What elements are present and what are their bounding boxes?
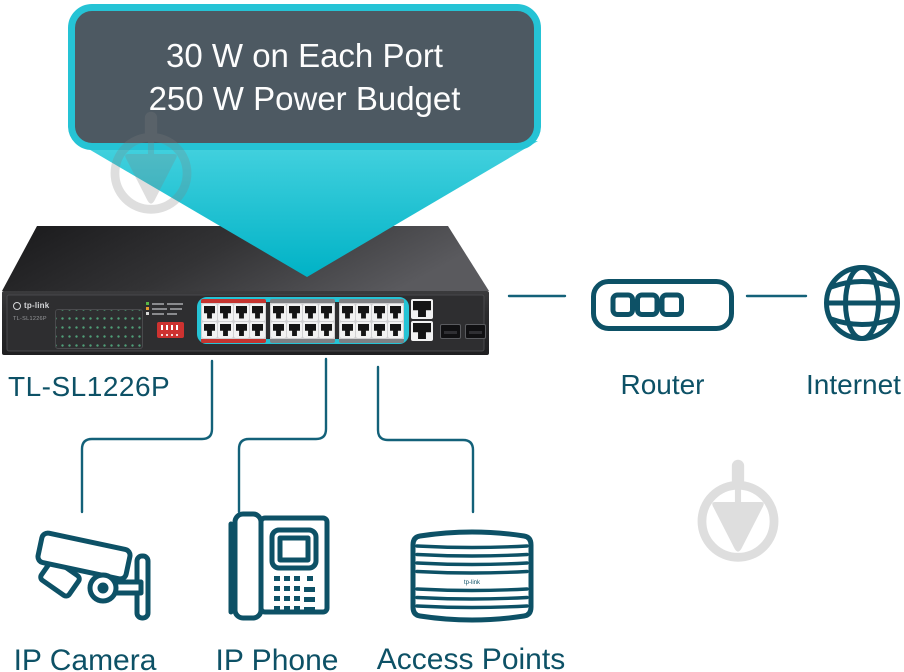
tp-link-logo-icon xyxy=(13,301,21,310)
rj45-port xyxy=(234,304,249,321)
rj45-port xyxy=(271,321,286,338)
internet-label: Internet xyxy=(806,369,901,400)
uplink-ports xyxy=(411,299,433,341)
legend-row xyxy=(146,307,183,310)
led-indicator-grid xyxy=(55,309,143,349)
switch-image: tp-link TL-SL1226P xyxy=(0,222,500,362)
switch-model-label: TL-SL1226P xyxy=(8,371,171,402)
access-points-label: Access Points xyxy=(376,643,566,672)
sfp-slots xyxy=(440,324,486,339)
phone-keypad xyxy=(274,576,315,612)
sfp-slot xyxy=(465,324,486,339)
rj45-uplink-port xyxy=(411,321,433,341)
ip-camera-icon xyxy=(35,530,151,621)
rj45-port xyxy=(388,321,403,338)
tp-link-logo-text: tp-link xyxy=(24,301,50,310)
switch-top-face xyxy=(2,226,489,291)
rj45-port xyxy=(340,304,355,321)
port-group xyxy=(339,299,404,343)
led-legend xyxy=(146,302,183,315)
rj45-port xyxy=(319,321,334,338)
rj45-port xyxy=(234,321,249,338)
rj45-port xyxy=(218,304,233,321)
ap-brand-mark: tp-link xyxy=(464,580,481,586)
rj45-port xyxy=(202,304,217,321)
legend-row xyxy=(146,312,183,315)
dip-switch-block xyxy=(157,322,184,338)
tp-link-logo: tp-link xyxy=(13,301,49,310)
rj45-port xyxy=(356,304,371,321)
rj45-port xyxy=(356,321,371,338)
ip-phone-label: IP Phone xyxy=(215,644,339,672)
callout-line-1: 30 W on Each Port xyxy=(166,36,443,74)
rj45-port xyxy=(271,304,286,321)
port-group xyxy=(270,299,335,343)
internet-globe-icon xyxy=(824,265,900,341)
watermark-icon xyxy=(697,459,779,562)
rj45-port xyxy=(202,321,217,338)
rj45-port xyxy=(372,304,387,321)
port-group xyxy=(201,299,266,343)
rj45-port xyxy=(372,321,387,338)
rj45-port xyxy=(388,304,403,321)
sfp-slot xyxy=(440,324,461,339)
port-groups xyxy=(201,299,404,343)
access-point-icon: tp-link xyxy=(410,529,534,623)
rj45-port xyxy=(218,321,233,338)
rj45-port xyxy=(287,304,302,321)
rj45-uplink-port xyxy=(411,299,433,319)
rj45-port xyxy=(319,304,334,321)
legend-row xyxy=(146,302,183,305)
rj45-port xyxy=(250,304,265,321)
rj45-port xyxy=(287,321,302,338)
rj45-port xyxy=(340,321,355,338)
power-callout-bubble: 30 W on Each Port 250 W Power Budget xyxy=(68,4,541,150)
faceplate-model-text: TL-SL1226P xyxy=(13,316,47,322)
rj45-port xyxy=(303,321,318,338)
ip-camera-label: IP Camera xyxy=(13,644,157,672)
router-label: Router xyxy=(620,369,705,400)
router-icon xyxy=(591,279,734,331)
line-switch-to-ap xyxy=(376,365,475,514)
ip-phone-icon xyxy=(228,511,330,621)
callout-line-2: 250 W Power Budget xyxy=(148,79,461,117)
rj45-port xyxy=(250,321,265,338)
line-switch-to-phone xyxy=(237,357,328,514)
rj45-port xyxy=(303,304,318,321)
